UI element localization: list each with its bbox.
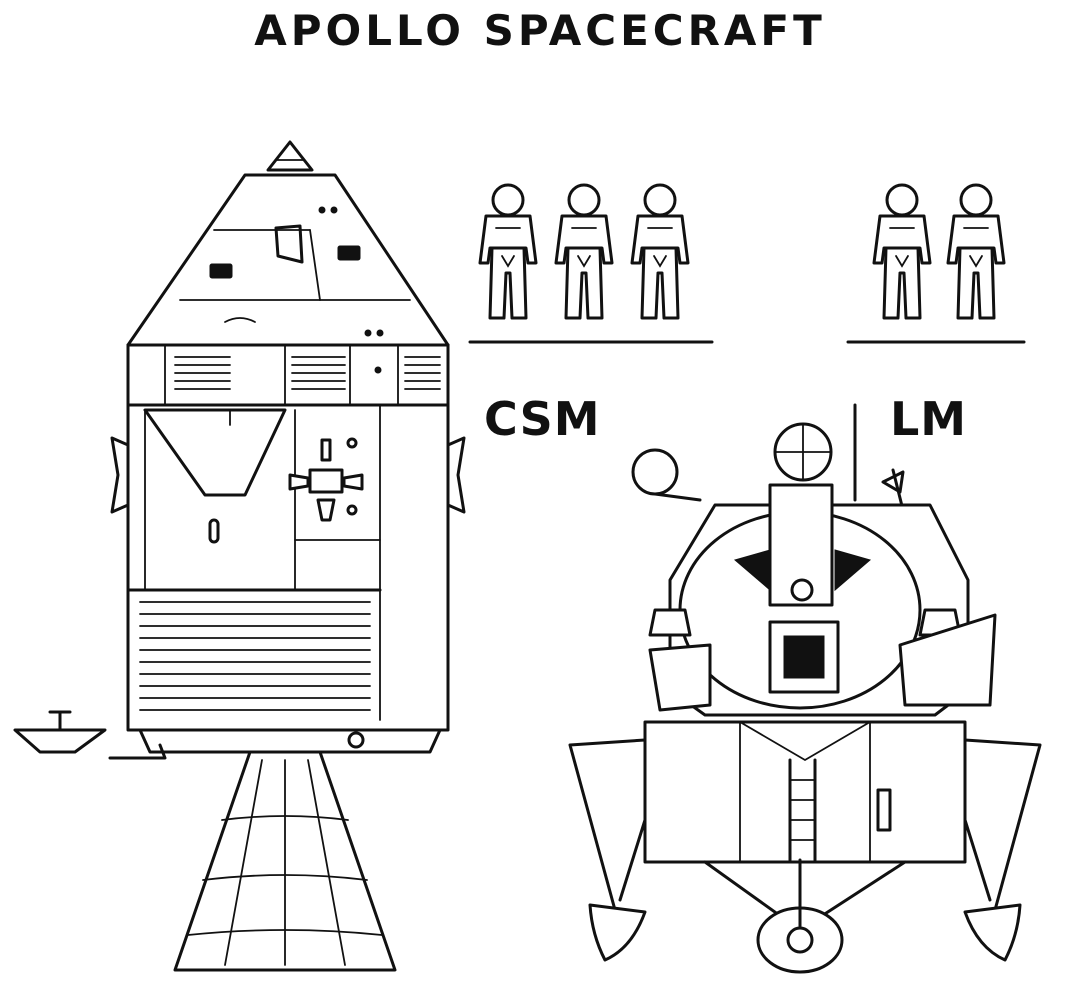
csm-engine-nozzle — [173, 750, 397, 972]
csm-crew — [468, 183, 714, 344]
csm-label: CSM — [484, 392, 601, 446]
lm-descent-stage — [568, 720, 1042, 974]
diagram-title: APOLLO SPACECRAFT — [254, 6, 826, 55]
lm-ascent-stage — [631, 403, 997, 717]
csm-antenna — [13, 710, 167, 760]
csm-service-module — [110, 343, 466, 754]
lm-crew — [846, 183, 1026, 344]
lm-label: LM — [890, 392, 968, 446]
csm-command-module — [126, 140, 450, 347]
